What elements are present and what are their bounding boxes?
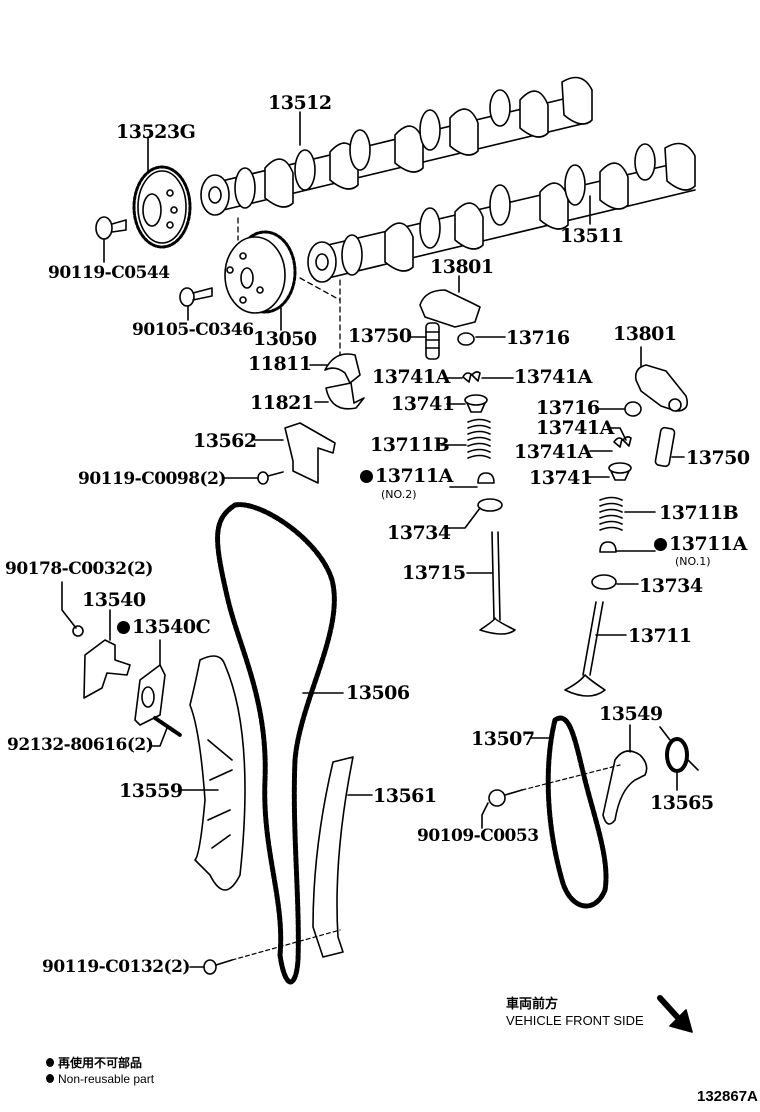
part-label-13716-right[interactable]: 13716: [536, 397, 600, 419]
bracket: [284, 422, 336, 484]
non-reusable-marker: [360, 470, 373, 483]
part-label-11811[interactable]: 11811: [248, 353, 312, 375]
part-label-90119-C0132[interactable]: 90119-C0132(2): [42, 957, 190, 977]
bolt: [95, 216, 127, 240]
filled-circle-icon: [46, 1074, 54, 1083]
legend-non-reusable-jp: 再使用不可部品: [46, 1054, 142, 1071]
part-note-no1: (NO.1): [675, 555, 711, 568]
part-label-13741A-3[interactable]: 13741A: [536, 417, 614, 439]
part-label-90178-C0032[interactable]: 90178-C0032(2): [5, 559, 153, 579]
legend-non-reusable-en: Non-reusable part: [46, 1072, 154, 1086]
part-label-13562[interactable]: 13562: [193, 430, 257, 452]
part-label-13801-left[interactable]: 13801: [430, 256, 494, 278]
part-label-13711A-no1[interactable]: 13711A: [654, 534, 747, 554]
part-label-13734-1[interactable]: 13734: [387, 522, 451, 544]
part-label-13711B-2[interactable]: 13711B: [659, 502, 739, 524]
rocker-arm-left: [419, 289, 481, 328]
timing-chain-main: [215, 502, 337, 985]
timing-chain-secondary: [545, 715, 609, 909]
vvt-gear: [224, 230, 297, 314]
rocker-arm-right: [634, 364, 689, 412]
part-label-13511[interactable]: 13511: [560, 225, 624, 247]
part-label-13540C[interactable]: 13540C: [117, 617, 211, 637]
part-label-13741A-4[interactable]: 13741A: [514, 441, 592, 463]
vehicle-front-label-jp: 車両前方: [506, 996, 559, 1011]
part-label-92132-80616[interactable]: 92132-80616(2): [7, 735, 154, 755]
part-label-13741A-2[interactable]: 13741A: [514, 366, 592, 388]
part-label-13734-2[interactable]: 13734: [639, 575, 703, 597]
part-label-13741A-1[interactable]: 13741A: [372, 366, 450, 388]
vehicle-front-label-en: VEHICLE FRONT SIDE: [506, 1013, 644, 1028]
part-label-90105-C0346[interactable]: 90105-C0346: [132, 320, 254, 340]
chain-vibration-damper: [312, 756, 354, 958]
part-label-13750-right[interactable]: 13750: [686, 447, 750, 469]
camshaft-exhaust: [200, 76, 593, 216]
bolt: [179, 287, 213, 307]
chain-slipper-guide: [189, 655, 246, 891]
part-label-13523G[interactable]: 13523G: [116, 121, 196, 143]
arrow-down-right-icon: [657, 995, 693, 1033]
part-label-13549[interactable]: 13549: [599, 703, 663, 725]
part-label-90119-C0544[interactable]: 90119-C0544: [48, 263, 170, 283]
non-reusable-marker: [654, 538, 667, 551]
part-label-13506[interactable]: 13506: [346, 682, 410, 704]
part-label-13716-left[interactable]: 13716: [506, 327, 570, 349]
part-note-no2: (NO.2): [381, 488, 417, 501]
part-label-90109-C0053[interactable]: 90109-C0053: [417, 826, 539, 846]
part-label-13565[interactable]: 13565: [650, 792, 714, 814]
filled-circle-icon: [46, 1058, 54, 1067]
part-label-13750-left[interactable]: 13750: [348, 325, 412, 347]
part-label-13507[interactable]: 13507: [471, 728, 535, 750]
illustration-reference-code: 132867A: [697, 1088, 758, 1105]
part-label-11821[interactable]: 11821: [250, 392, 314, 414]
camshaft-intake: [307, 142, 696, 283]
part-label-13741-1[interactable]: 13741: [391, 393, 455, 415]
part-label-13711[interactable]: 13711: [628, 625, 692, 647]
chain-tensioner-arm: [602, 750, 648, 825]
part-label-13561[interactable]: 13561: [373, 785, 437, 807]
part-label-13559[interactable]: 13559: [119, 780, 183, 802]
part-label-13540[interactable]: 13540: [82, 589, 146, 611]
non-reusable-marker: [117, 621, 130, 634]
part-label-90119-C0098[interactable]: 90119-C0098(2): [78, 469, 226, 489]
part-label-13711A-no2[interactable]: 13711A: [360, 466, 453, 486]
part-label-13050[interactable]: 13050: [253, 328, 317, 350]
cam-sprocket: [132, 165, 192, 249]
part-label-13741-2[interactable]: 13741: [529, 467, 593, 489]
part-label-13512[interactable]: 13512: [268, 92, 332, 114]
part-label-13801-right[interactable]: 13801: [613, 323, 677, 345]
part-label-13715[interactable]: 13715: [402, 562, 466, 584]
chain-tensioner: [83, 639, 131, 699]
part-label-13711B-1[interactable]: 13711B: [370, 434, 450, 456]
